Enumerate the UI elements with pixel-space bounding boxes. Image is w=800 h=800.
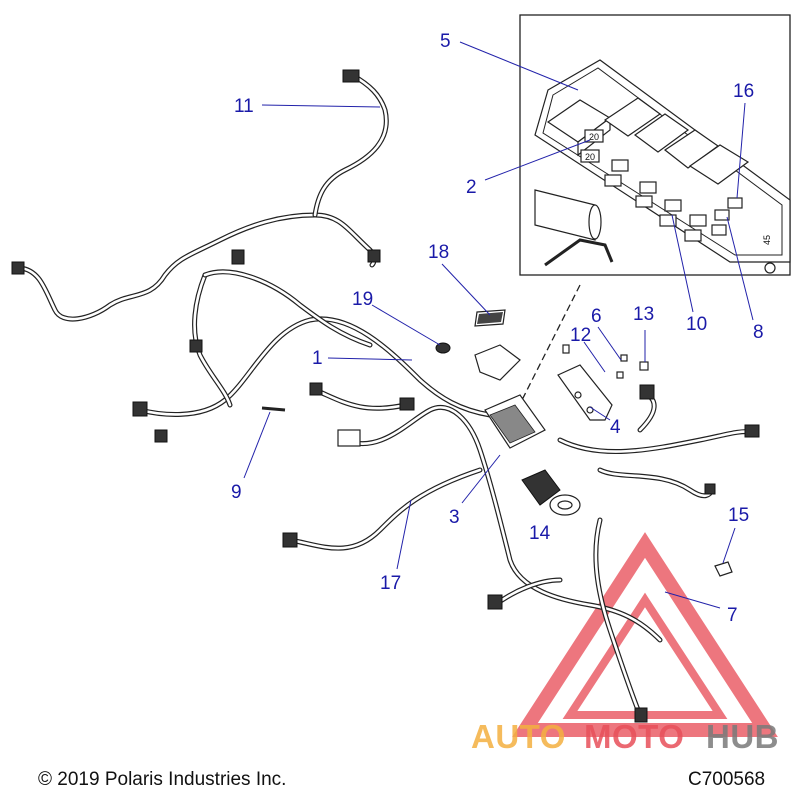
part-18-label-strip: [474, 309, 506, 327]
part-fusebox-cover: [474, 344, 521, 381]
watermark-moto: MOTO: [584, 718, 684, 755]
callout-11: 11: [234, 96, 254, 117]
callout-10: 10: [686, 314, 707, 335]
harness-1: [132, 249, 760, 723]
fuse-label-a: 20: [589, 132, 599, 142]
callout-2: 2: [466, 177, 477, 198]
callout-12: 12: [570, 325, 591, 346]
callout-15: 15: [728, 505, 749, 526]
callout-17: 17: [380, 573, 401, 594]
callout-8: 8: [753, 322, 764, 343]
part-9-tie: [261, 406, 286, 412]
part-3-relay: [521, 469, 561, 506]
callout-3: 3: [449, 507, 460, 528]
part-13-clip: [639, 361, 649, 371]
harness-11: [11, 69, 389, 322]
callout-16: 16: [733, 81, 754, 102]
part-19-grommet: [435, 342, 451, 354]
part-14-grommet: [549, 494, 581, 516]
part-12-screw: [562, 344, 570, 354]
leader-lines: [243, 41, 754, 609]
watermark-hub: HUB: [706, 718, 779, 755]
watermark-auto: AUTO: [471, 718, 566, 755]
watermark-text: AUTO MOTO HUB: [471, 718, 779, 755]
callout-13: 13: [633, 304, 654, 325]
copyright-text: © 2019 Polaris Industries Inc.: [38, 769, 287, 790]
callout-4: 4: [610, 417, 621, 438]
part-15-clip: [714, 561, 733, 577]
callout-5: 5: [440, 31, 451, 52]
fusebox-detail-inset: 20 20 45: [519, 14, 791, 276]
callout-1: 1: [312, 348, 323, 369]
part-4-bracket: [557, 364, 613, 421]
callout-18: 18: [428, 242, 449, 263]
diagram-code: C700568: [688, 769, 766, 790]
callout-14: 14: [529, 523, 551, 544]
fuse-label-b: 20: [585, 152, 595, 162]
fusebox-corner-label: 45: [762, 235, 772, 245]
part-6-screw: [616, 354, 628, 379]
callout-19: 19: [352, 289, 373, 310]
callout-7: 7: [727, 605, 738, 626]
callout-9: 9: [231, 482, 242, 503]
harness-17: [282, 467, 483, 551]
fuse-row: [580, 129, 743, 242]
callout-6: 6: [591, 306, 602, 327]
